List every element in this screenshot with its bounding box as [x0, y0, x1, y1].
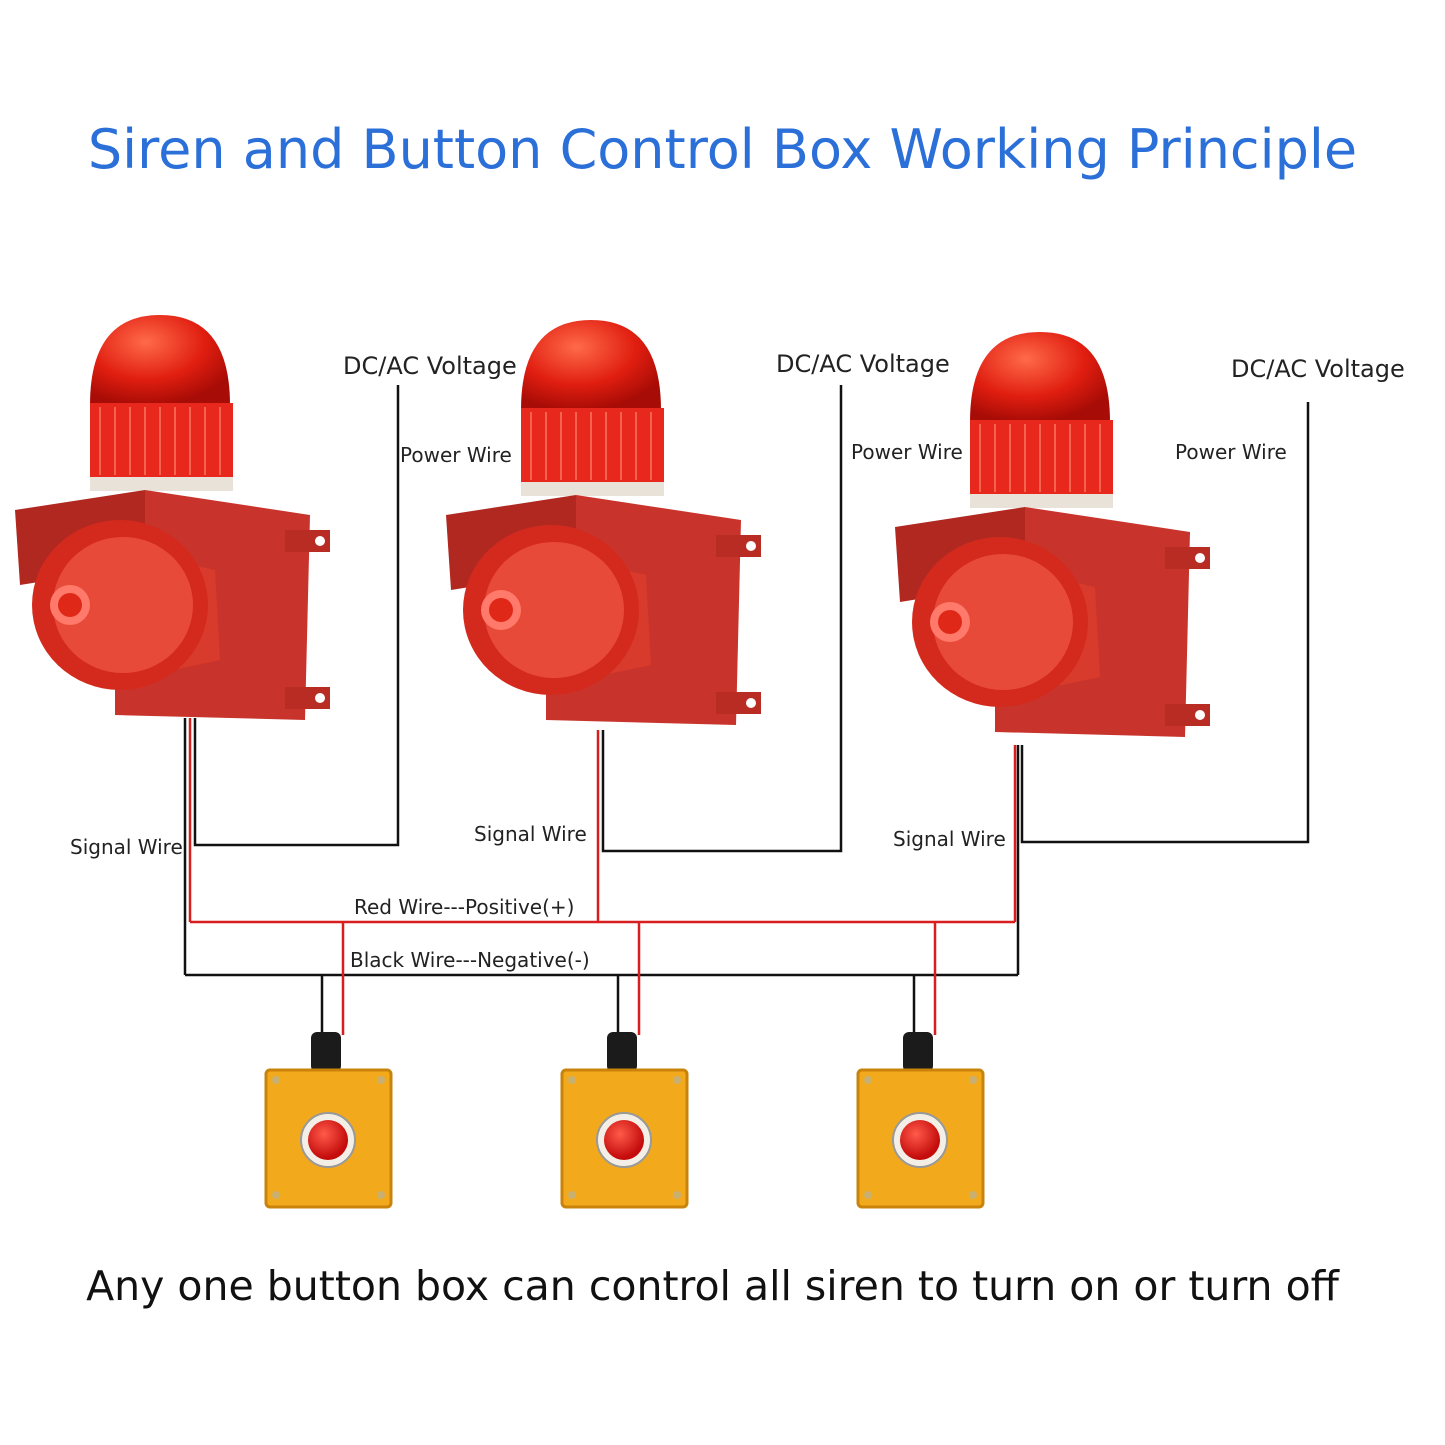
voltage-label-3: DC/AC Voltage — [1231, 355, 1405, 383]
black-wire-label: Black Wire---Negative(-) — [350, 948, 590, 972]
button-box-3 — [856, 1030, 985, 1209]
power-wire-label-3: Power Wire — [1175, 440, 1287, 464]
signal-wire-label-3: Signal Wire — [893, 827, 1006, 851]
signal-wire-label-1: Signal Wire — [70, 835, 183, 859]
button-box-2 — [560, 1030, 689, 1209]
page-title: Siren and Button Control Box Working Pri… — [87, 118, 1358, 181]
power-wire-label-2: Power Wire — [851, 440, 963, 464]
power-wire-label-1: Power Wire — [400, 443, 512, 467]
voltage-label-1: DC/AC Voltage — [343, 352, 517, 380]
red-wire-label: Red Wire---Positive(+) — [354, 895, 575, 919]
footer-caption: Any one button box can control all siren… — [86, 1262, 1339, 1310]
voltage-label-2: DC/AC Voltage — [776, 350, 950, 378]
siren-1 — [14, 314, 331, 721]
wires — [183, 385, 1310, 1035]
siren-2 — [445, 319, 762, 726]
siren-3 — [894, 331, 1211, 738]
signal-wire-label-2: Signal Wire — [474, 822, 587, 846]
button-box-1 — [264, 1030, 393, 1209]
